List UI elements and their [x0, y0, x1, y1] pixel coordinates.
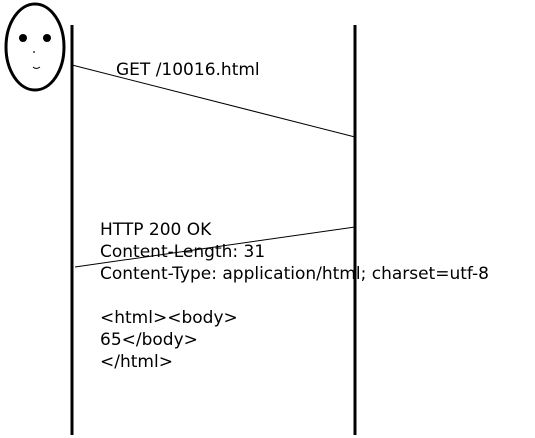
- mouth: [32, 66, 41, 69]
- smiley-face-icon: [4, 2, 66, 92]
- response-text-block: HTTP 200 OK Content-Length: 31 Content-T…: [100, 220, 489, 372]
- request-label: GET /10016.html: [116, 60, 260, 80]
- nose: [33, 51, 35, 53]
- response-line: </html>: [100, 352, 173, 372]
- left-eye: [19, 34, 27, 42]
- response-line: Content-Type: application/html; charset=…: [100, 264, 489, 284]
- response-line: <html><body>: [100, 308, 238, 328]
- response-line: Content-Length: 31: [100, 242, 265, 262]
- response-message-line: [74, 226, 356, 268]
- face-outline: [4, 2, 66, 92]
- request-message-line: [71, 64, 356, 138]
- response-line: HTTP 200 OK: [100, 220, 212, 240]
- right-eye: [43, 34, 51, 42]
- response-line: 65</body>: [100, 330, 198, 350]
